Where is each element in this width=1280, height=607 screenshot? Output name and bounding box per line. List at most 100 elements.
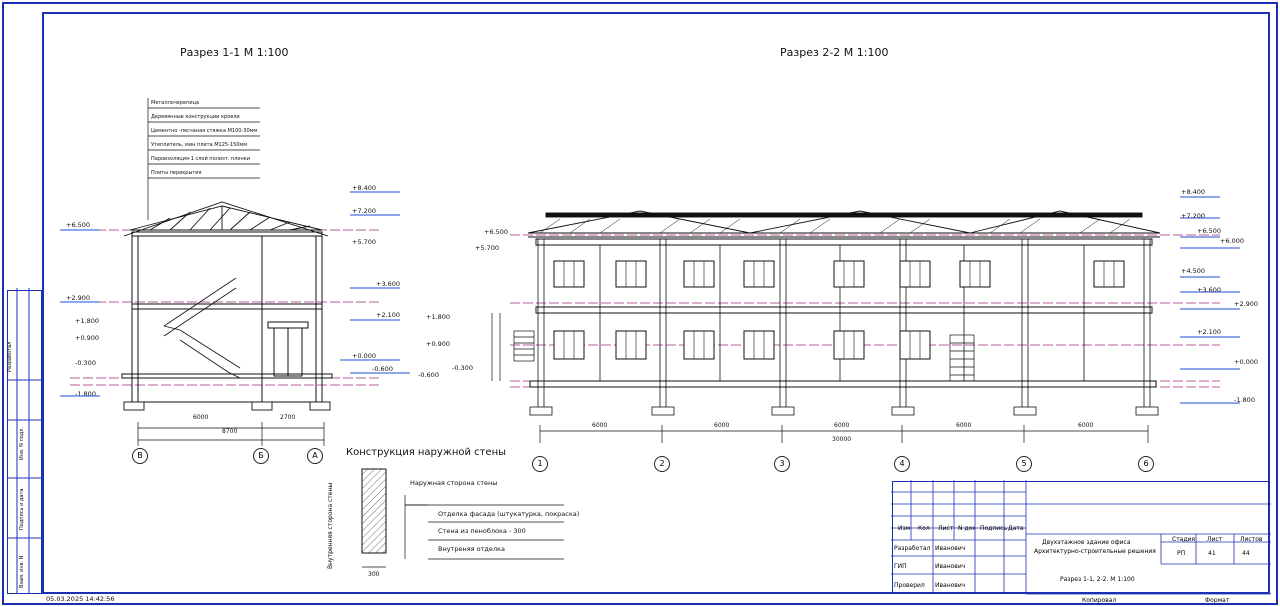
- level-mark: +7.200: [1181, 212, 1206, 220]
- level-mark: +6.500: [484, 228, 509, 236]
- level-mark: +0.000: [352, 352, 377, 360]
- wall-detail: [361, 468, 564, 568]
- stamp-head: Дата: [1008, 525, 1024, 532]
- dimension-label: 8700: [222, 428, 238, 435]
- section-2-drawing: [491, 196, 1240, 443]
- level-mark: +6.500: [66, 221, 91, 229]
- wall-layer: Отделка фасада (штукатурка, покраска): [438, 510, 580, 518]
- dimension-label: 6000: [592, 422, 608, 429]
- level-mark: +0.900: [426, 340, 451, 348]
- level-mark: +2.900: [66, 294, 91, 302]
- level-mark: +0.000: [1234, 358, 1259, 366]
- project-subtitle: Архитектурно-строительные решения: [1034, 548, 1156, 555]
- dimension-label: 6000: [834, 422, 850, 429]
- wall-layer: Стена из пеноблока - 300: [438, 527, 526, 535]
- section-1-title: Разрез 1-1 М 1:100: [180, 46, 289, 59]
- axis-marker: 6: [1138, 456, 1154, 472]
- sheet-value: 41: [1208, 550, 1216, 557]
- stamp-role: ГИП: [894, 563, 907, 570]
- stamp-head: N док: [958, 525, 976, 532]
- axis-marker: 4: [894, 456, 910, 472]
- level-mark: -0.600: [418, 371, 439, 379]
- level-mark: +2.900: [1234, 300, 1259, 308]
- stamp-head: Кол: [918, 525, 930, 532]
- wall-outside-label: Наружная сторона стены: [410, 479, 498, 487]
- timestamp: 05.03.2025 14:42:56: [46, 595, 115, 603]
- axis-marker: 3: [774, 456, 790, 472]
- side-label-signature: Подпись и дата: [19, 488, 25, 530]
- layer-label: Металлочерепица: [151, 100, 200, 106]
- side-label-developed: Разработал: [7, 341, 13, 372]
- axis-marker: В: [132, 448, 148, 464]
- level-mark: +7.200: [352, 207, 377, 215]
- stamp-name: Иванович: [935, 582, 966, 589]
- dimension-label: 6000: [956, 422, 972, 429]
- title-block: [892, 481, 1270, 594]
- level-mark: -1.800: [75, 390, 96, 398]
- level-mark: +1.800: [426, 313, 451, 321]
- level-mark: +5.700: [352, 238, 377, 246]
- dimension-label: 6000: [1078, 422, 1094, 429]
- layer-label: Цементно -песчаная стяжка М100-30мм: [151, 128, 258, 134]
- stage-header: Стадия: [1172, 536, 1196, 543]
- sheets-header: Листов: [1240, 536, 1263, 543]
- level-mark: +5.700: [475, 244, 500, 252]
- stage-value: РП: [1177, 550, 1186, 557]
- sheets-value: 44: [1242, 550, 1250, 557]
- dimension-label: 2700: [280, 414, 296, 421]
- dimension-total: 30000: [832, 436, 852, 443]
- level-mark: +6.500: [1197, 227, 1222, 235]
- section-2-title: Разрез 2-2 М 1:100: [780, 46, 889, 59]
- dimension-label: 6000: [193, 414, 209, 421]
- side-label-inventory: Инв. N подл.: [19, 426, 25, 460]
- level-mark: +8.400: [352, 184, 377, 192]
- project-title: Двухэтажное здание офиса: [1042, 539, 1131, 546]
- axis-marker: 1: [532, 456, 548, 472]
- format-label: Формат: [1205, 597, 1230, 604]
- wall-title: Конструкция наружной стены: [346, 447, 507, 458]
- axis-marker: 5: [1016, 456, 1032, 472]
- inner-frame: [42, 12, 1270, 594]
- stamp-name: Иванович: [935, 545, 966, 552]
- stamp-head: Изм: [898, 525, 911, 532]
- copied-label: Копировал: [1082, 597, 1117, 604]
- level-mark: +2.100: [376, 311, 401, 319]
- stamp-head: Подпись: [980, 525, 1007, 532]
- title-block-grid: [891, 480, 1271, 595]
- axis-marker: Б: [253, 448, 269, 464]
- layer-label: Пароизоляция-1 слой полиэт. пленки: [151, 156, 250, 162]
- level-mark: +8.400: [1181, 188, 1206, 196]
- level-mark: +4.500: [1181, 267, 1206, 275]
- level-mark: +2.100: [1197, 328, 1222, 336]
- level-mark: +3.600: [376, 280, 401, 288]
- wall-layer: Внутреняя отделка: [438, 545, 505, 553]
- axis-marker: А: [307, 448, 323, 464]
- level-mark: +6.000: [1220, 237, 1245, 245]
- stamp-name: Иванович: [935, 563, 966, 570]
- level-mark: -1.800: [1234, 396, 1255, 404]
- level-mark: +3.600: [1197, 286, 1222, 294]
- level-mark: -0.300: [75, 359, 96, 367]
- dimension-label: 6000: [714, 422, 730, 429]
- level-mark: +0.900: [75, 334, 100, 342]
- section-1-mark-leaders: [60, 191, 410, 397]
- stamp-head: Лист: [938, 525, 954, 532]
- side-strip-grid: [7, 288, 42, 594]
- level-mark: -0.600: [372, 365, 393, 373]
- layer-label: Плиты перекрытия: [151, 170, 202, 176]
- layer-label: Утеплитель, мин плита М125-150мм: [151, 142, 247, 148]
- sheet-name: Разрез 1-1, 2-2. М 1:100: [1060, 576, 1135, 583]
- sheet-header: Лист: [1207, 536, 1223, 543]
- wall-inside-label: Внутренняя сторона стены: [327, 482, 334, 569]
- level-mark: +1.800: [75, 317, 100, 325]
- stamp-role: Разработал: [894, 545, 931, 552]
- wall-thickness: 300: [368, 571, 380, 578]
- axis-marker: 2: [654, 456, 670, 472]
- layer-label: Деревянные конструкции кровли: [151, 114, 240, 120]
- side-strip: [7, 290, 42, 594]
- stamp-role: Проверил: [894, 582, 925, 589]
- level-mark: -0.300: [452, 364, 473, 372]
- section-1-drawing: [70, 98, 380, 446]
